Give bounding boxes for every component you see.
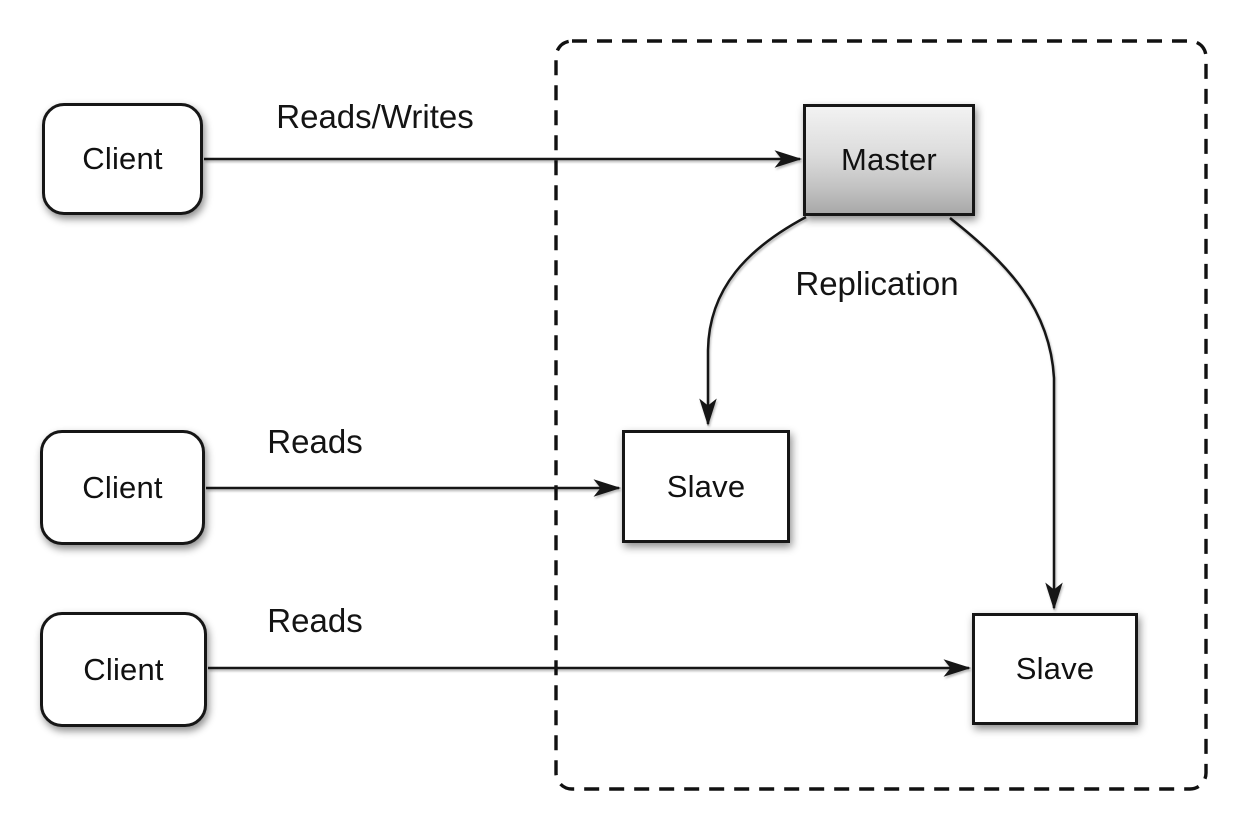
client-node-1: Client bbox=[42, 103, 203, 215]
edge-label-replication: Replication bbox=[795, 265, 959, 302]
slave-node-1: Slave bbox=[622, 430, 790, 543]
master-node-label: Master bbox=[841, 142, 937, 177]
client-node-1-label: Client bbox=[82, 141, 163, 176]
edge-label-reads-middle: Reads bbox=[267, 423, 363, 460]
replication-boundary bbox=[554, 39, 1208, 791]
slave-node-2-label: Slave bbox=[1015, 651, 1095, 686]
slave-node-2: Slave bbox=[972, 613, 1138, 725]
arrow-replication-master-to-slave2 bbox=[949, 217, 1063, 611]
edge-label-reads-bottom: Reads bbox=[267, 602, 363, 639]
arrow-replication-master-to-slave1 bbox=[699, 215, 807, 427]
client-node-2-label: Client bbox=[82, 469, 163, 505]
edge-label-reads-writes: Reads/Writes bbox=[276, 98, 474, 135]
client-node-2: Client bbox=[40, 430, 205, 545]
client-node-3: Client bbox=[40, 612, 207, 727]
slave-node-1-label: Slave bbox=[666, 468, 746, 504]
master-node: Master bbox=[803, 104, 975, 216]
client-node-3-label: Client bbox=[83, 651, 164, 687]
